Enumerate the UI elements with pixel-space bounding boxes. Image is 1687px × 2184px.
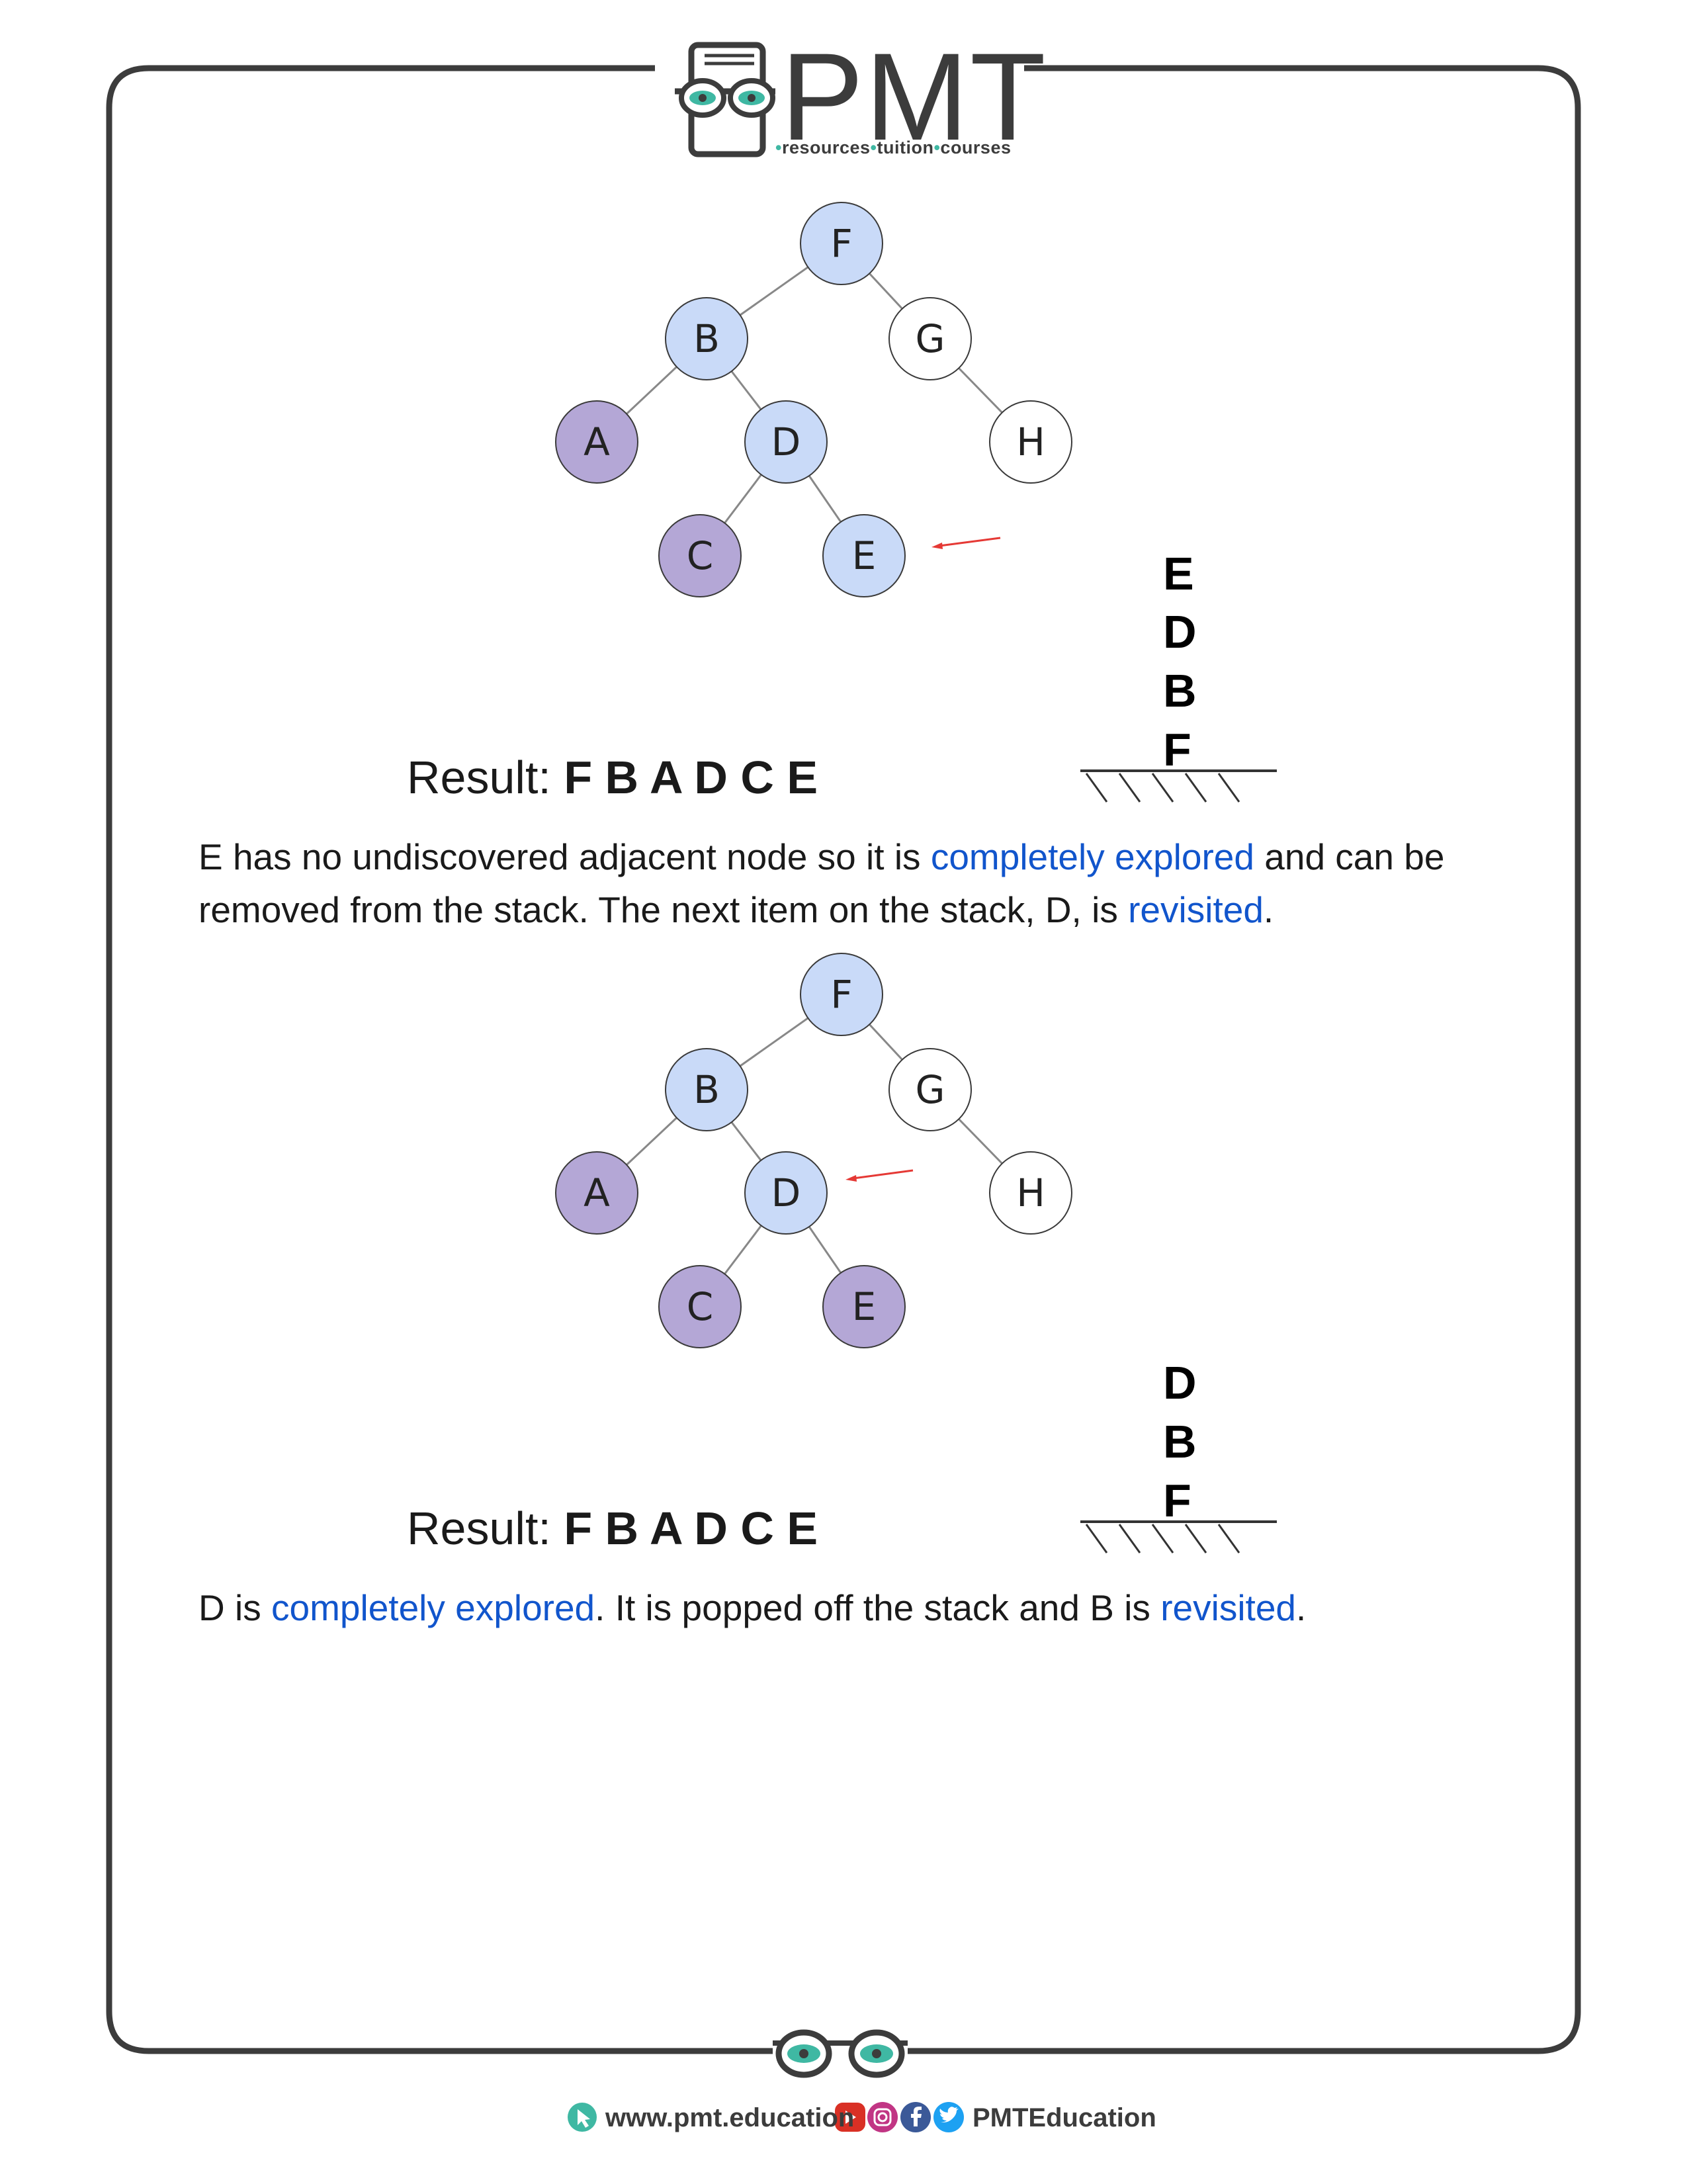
term-revisited: revisited (1160, 1587, 1297, 1628)
pointer-arrow (845, 1169, 914, 1182)
social-handle[interactable]: PMTEducation (973, 2103, 1156, 2132)
cursor-icon (568, 2103, 597, 2132)
stack-item: D (1163, 1357, 1197, 1409)
youtube-icon (835, 2103, 865, 2132)
glasses-icon (773, 2029, 908, 2078)
explanation-step-2: D is completely explored. It is popped o… (198, 1587, 1307, 1628)
node-f: F (800, 202, 883, 285)
node-d: D (744, 1151, 828, 1235)
node-c: C (658, 514, 742, 597)
node-g: G (888, 1048, 972, 1131)
term-revisited: revisited (1128, 889, 1264, 930)
explanation-step-1: E has no undiscovered adjacent node so i… (198, 836, 1445, 930)
stack-item: B (1163, 1416, 1197, 1467)
result-line-step-2: Result: F B A D C E (407, 1502, 818, 1555)
result-label: Result: (407, 1503, 551, 1554)
stack-item: E (1163, 548, 1194, 599)
node-f: F (800, 953, 883, 1036)
result-value: F B A D C E (564, 752, 818, 803)
node-a: A (555, 400, 638, 484)
node-h: H (989, 400, 1072, 484)
term-completely-explored: completely explored (271, 1587, 595, 1628)
website-link[interactable]: www.pmt.education (605, 2103, 855, 2132)
tree-diagram-step-2: F B G A D H C E (0, 943, 1687, 1348)
node-e: E (822, 1265, 906, 1348)
node-e: E (822, 514, 906, 597)
stack-item: F (1163, 724, 1191, 775)
stack-step-2: D B F (1078, 1350, 1277, 1561)
node-a: A (555, 1151, 638, 1235)
stack-ground (1080, 769, 1277, 803)
stack-item: D (1163, 606, 1197, 658)
node-h: H (989, 1151, 1072, 1235)
facebook-icon (900, 2102, 931, 2132)
result-line-step-1: Result: F B A D C E (407, 751, 818, 804)
result-value: F B A D C E (564, 1503, 818, 1554)
node-d: D (744, 400, 828, 484)
node-b: B (665, 297, 748, 380)
instagram-icon (867, 2102, 898, 2132)
node-g: G (888, 297, 972, 380)
brand-tagline: •resources•tuition•courses (775, 138, 1012, 157)
node-c: C (658, 1265, 742, 1348)
term-completely-explored: completely explored (930, 836, 1254, 877)
twitter-icon (933, 2102, 964, 2132)
node-b: B (665, 1048, 748, 1131)
result-label: Result: (407, 752, 551, 803)
tree-diagram-step-1: F B G A D H C E (0, 192, 1687, 597)
pointer-arrow (931, 537, 1001, 549)
stack-step-1: E D B F (1078, 543, 1277, 820)
stack-item: F (1163, 1475, 1191, 1526)
brand-logo-text: PMT (781, 27, 1047, 166)
stack-item: B (1163, 665, 1197, 717)
pmt-logo-icon (675, 42, 775, 157)
stack-ground (1080, 1520, 1277, 1553)
